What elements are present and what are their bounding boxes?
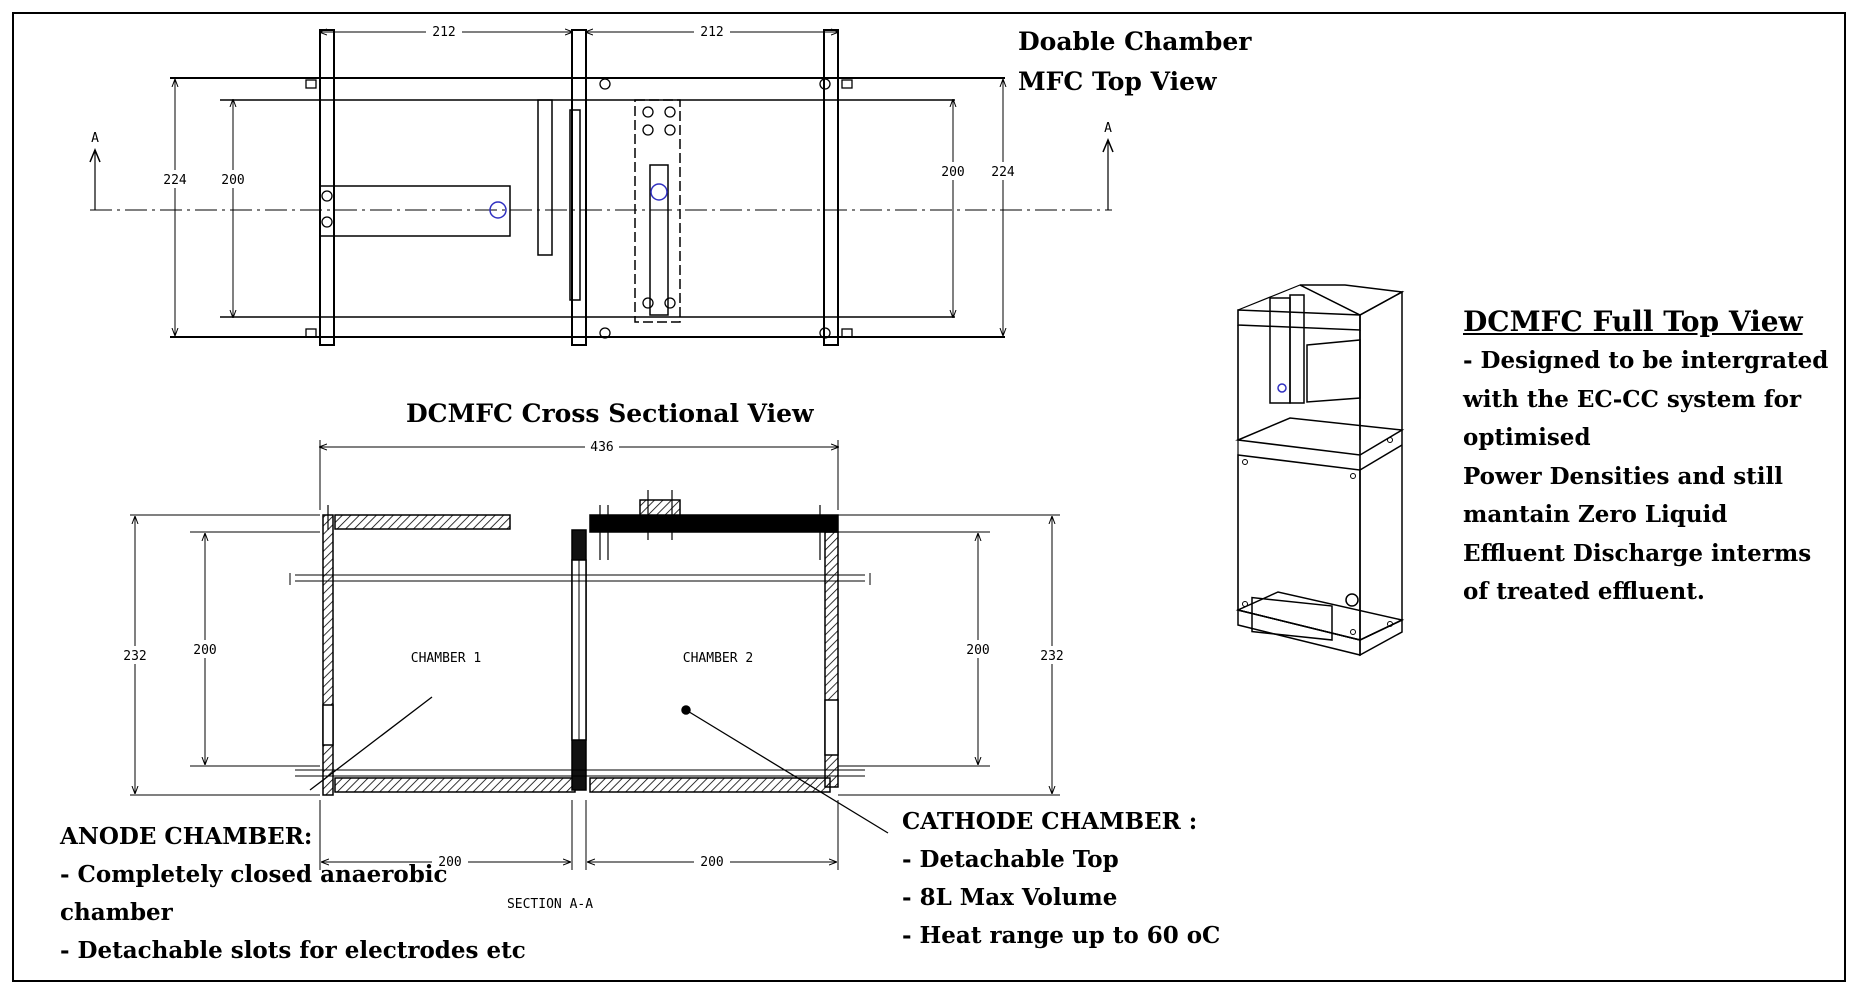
top-view-title-line2: MFC Top View <box>1018 67 1217 96</box>
cs-dim-inner-right: 200 <box>966 643 989 658</box>
chamber-2-label: CHAMBER 2 <box>683 651 753 666</box>
diagram-frame <box>12 12 1846 982</box>
anode-line1: - Completely closed anaerobic <box>60 861 448 888</box>
section-marker-left: A <box>91 131 99 146</box>
section-label: SECTION A-A <box>507 897 593 912</box>
anode-line3: - Detachable slots for electrodes etc <box>60 937 526 964</box>
top-dim-inner-left: 200 <box>221 173 244 188</box>
full-view-drawing <box>1235 284 1405 657</box>
cs-dim-overall: 436 <box>590 440 613 455</box>
cathode-line2: 8L Max Volume <box>919 884 1118 911</box>
cs-dim-outer-right: 232 <box>1040 649 1063 664</box>
cathode-heading: CATHODE CHAMBER : <box>902 808 1198 835</box>
cs-dim-inner-left: 200 <box>193 643 216 658</box>
cs-dim-chamber-left: 200 <box>438 855 461 870</box>
top-dim-right: 212 <box>700 25 723 40</box>
top-dim-outer-right: 224 <box>991 165 1015 180</box>
top-view-drawing <box>89 30 1114 346</box>
section-marker-right: A <box>1104 121 1112 136</box>
cathode-line2-row: - 8L Max Volume <box>902 879 1220 917</box>
top-dim-inner-right: 200 <box>941 165 964 180</box>
anode-notes: ANODE CHAMBER: - Completely closed anaer… <box>60 818 526 970</box>
cross-section-title: DCMFC Cross Sectional View <box>406 399 814 428</box>
anode-heading: ANODE CHAMBER: <box>60 823 313 850</box>
cathode-line3: - Heat range up to 60 oC <box>902 922 1221 949</box>
cross-section-drawing <box>130 440 1060 870</box>
full-view-notes: DCMFC Full Top View - Designed to be int… <box>1463 305 1833 612</box>
top-view-title: Doable Chamber MFC Top View <box>1018 22 1251 102</box>
cs-dim-chamber-right: 200 <box>700 855 723 870</box>
top-view-title-line1: Doable Chamber <box>1018 27 1252 56</box>
anode-line2: chamber <box>60 899 173 926</box>
cathode-notes: CATHODE CHAMBER : - Detachable Top - 8L … <box>902 803 1220 955</box>
cs-dim-outer-left: 232 <box>123 649 146 664</box>
full-view-text2: Power Densities and still mantain Zero L… <box>1463 462 1812 606</box>
cathode-line2-dash: - <box>902 884 920 911</box>
top-dim-left: 212 <box>432 25 455 40</box>
top-dim-outer-left: 224 <box>163 173 187 188</box>
chamber-1-label: CHAMBER 1 <box>411 651 481 666</box>
cathode-line1: - Detachable Top <box>902 846 1119 873</box>
full-view-text1: - Designed to be intergrated with the EC… <box>1463 347 1829 451</box>
full-view-title: DCMFC Full Top View <box>1463 305 1803 338</box>
full-view-body: - Designed to be intergrated with the EC… <box>1463 342 1833 612</box>
